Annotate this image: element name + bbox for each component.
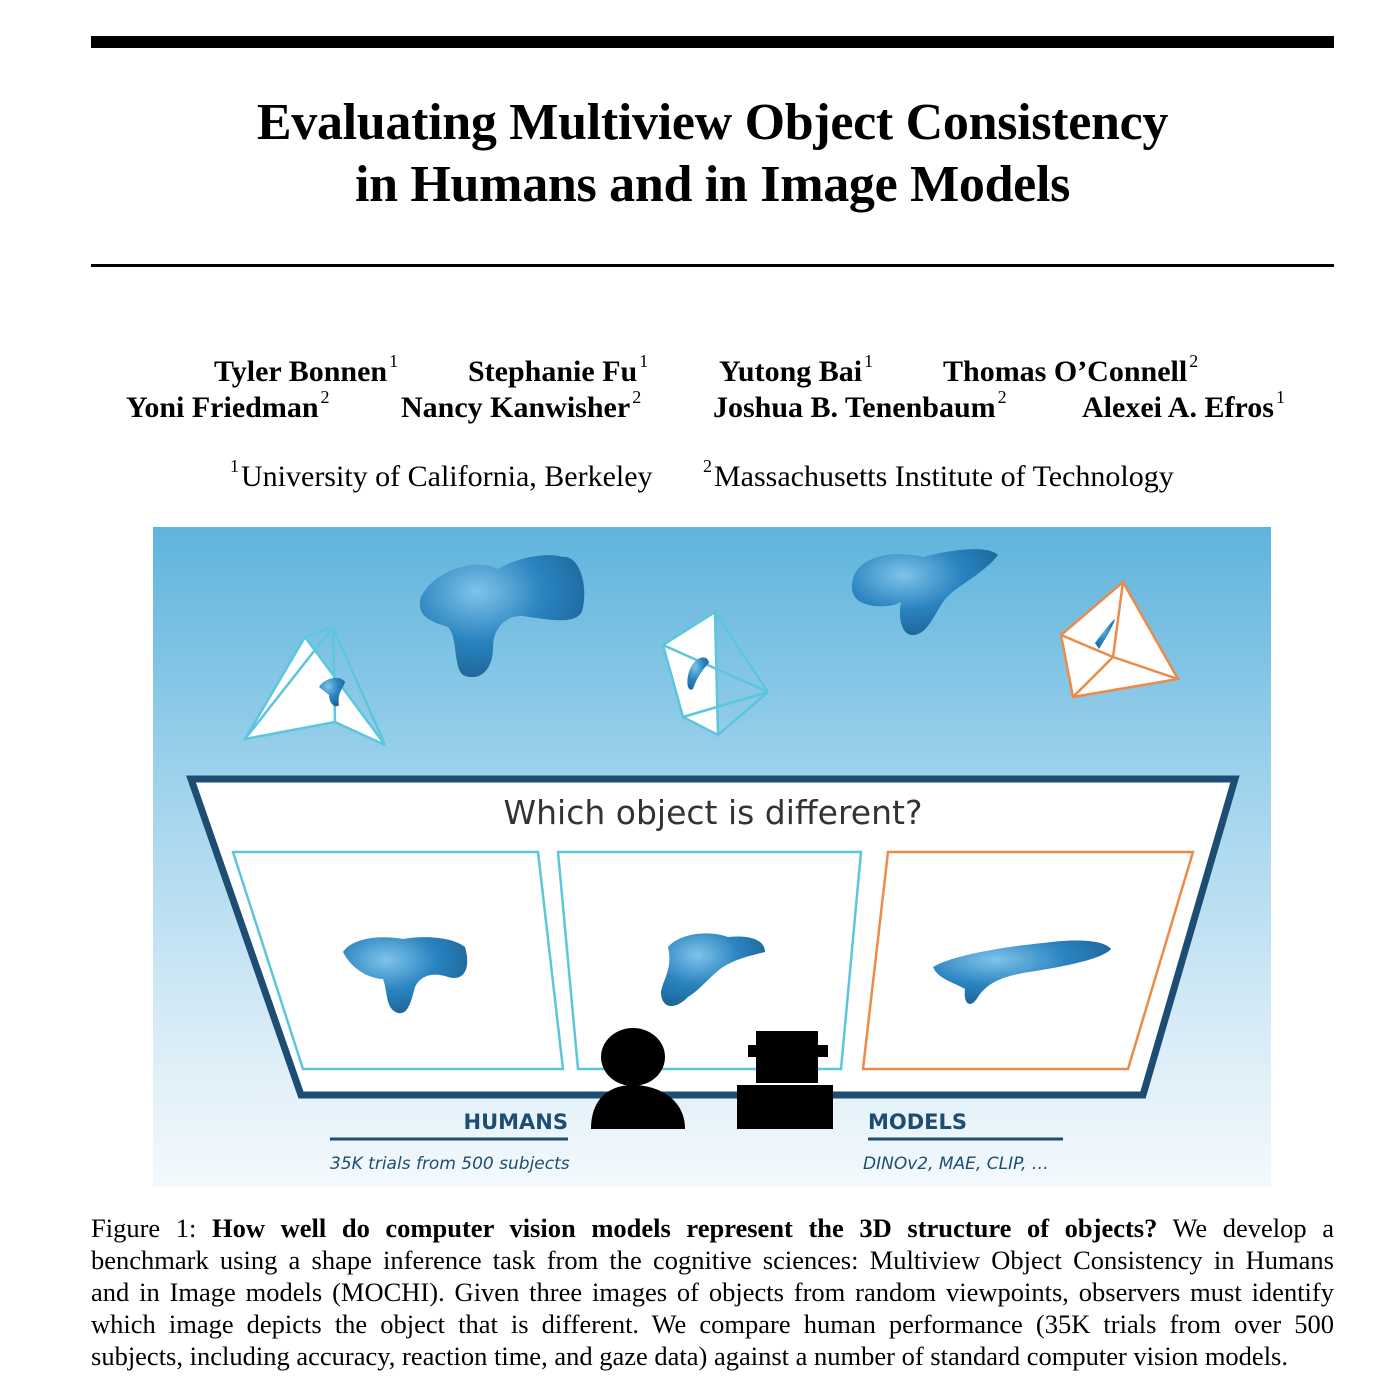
question-text: Which object is different? xyxy=(504,793,923,832)
figure-1: Which object is different? HUMANS 35K tr… xyxy=(153,527,1271,1187)
object-icon xyxy=(851,549,998,636)
object-icon xyxy=(319,677,345,707)
paper-title: Evaluating Multiview Object Consistency … xyxy=(91,92,1334,216)
object-icon xyxy=(343,937,468,1014)
caption-line: and in Image models (MOCHI). Given three… xyxy=(91,1277,1334,1307)
camera-frustum-icon xyxy=(1059,580,1180,699)
affiliation: 2Massachusetts Institute of Technology xyxy=(703,456,1174,493)
title-line-1: Evaluating Multiview Object Consistency xyxy=(256,94,1169,151)
models-subtitle: DINOv2, MAE, CLIP, … xyxy=(863,1154,1049,1174)
object-icon xyxy=(933,940,1111,1004)
object-icon xyxy=(1095,619,1115,649)
title-line-2: in Humans and in Image Models xyxy=(354,156,1071,213)
top-rule xyxy=(91,36,1334,48)
caption-bold-question: How well do computer vision models repre… xyxy=(212,1213,1158,1243)
robot-icon xyxy=(737,1031,833,1129)
human-icon xyxy=(591,1028,685,1129)
object-icon xyxy=(419,555,585,678)
title-bottom-rule xyxy=(91,264,1334,267)
figure-label: Figure 1: xyxy=(91,1213,197,1243)
models-label: MODELS xyxy=(868,1110,967,1134)
caption-line: benchmark using a shape inference task f… xyxy=(91,1245,1334,1275)
humans-label: HUMANS xyxy=(464,1110,568,1134)
object-icon xyxy=(687,657,709,690)
figure-illustration: Which object is different? HUMANS 35K tr… xyxy=(153,527,1271,1187)
caption-line: subjects, including accuracy, reaction t… xyxy=(91,1341,1288,1371)
affiliation: 1University of California, Berkeley xyxy=(230,456,653,493)
object-icon xyxy=(661,933,765,1007)
camera-frustum-icon xyxy=(242,625,387,747)
humans-subtitle: 35K trials from 500 subjects xyxy=(330,1154,570,1174)
caption-line: Figure 1: How well do computer vision mo… xyxy=(91,1213,1334,1243)
caption-line: which image depicts the object that is d… xyxy=(91,1309,1334,1339)
figure-caption: Figure 1: How well do computer vision mo… xyxy=(91,1212,1334,1372)
